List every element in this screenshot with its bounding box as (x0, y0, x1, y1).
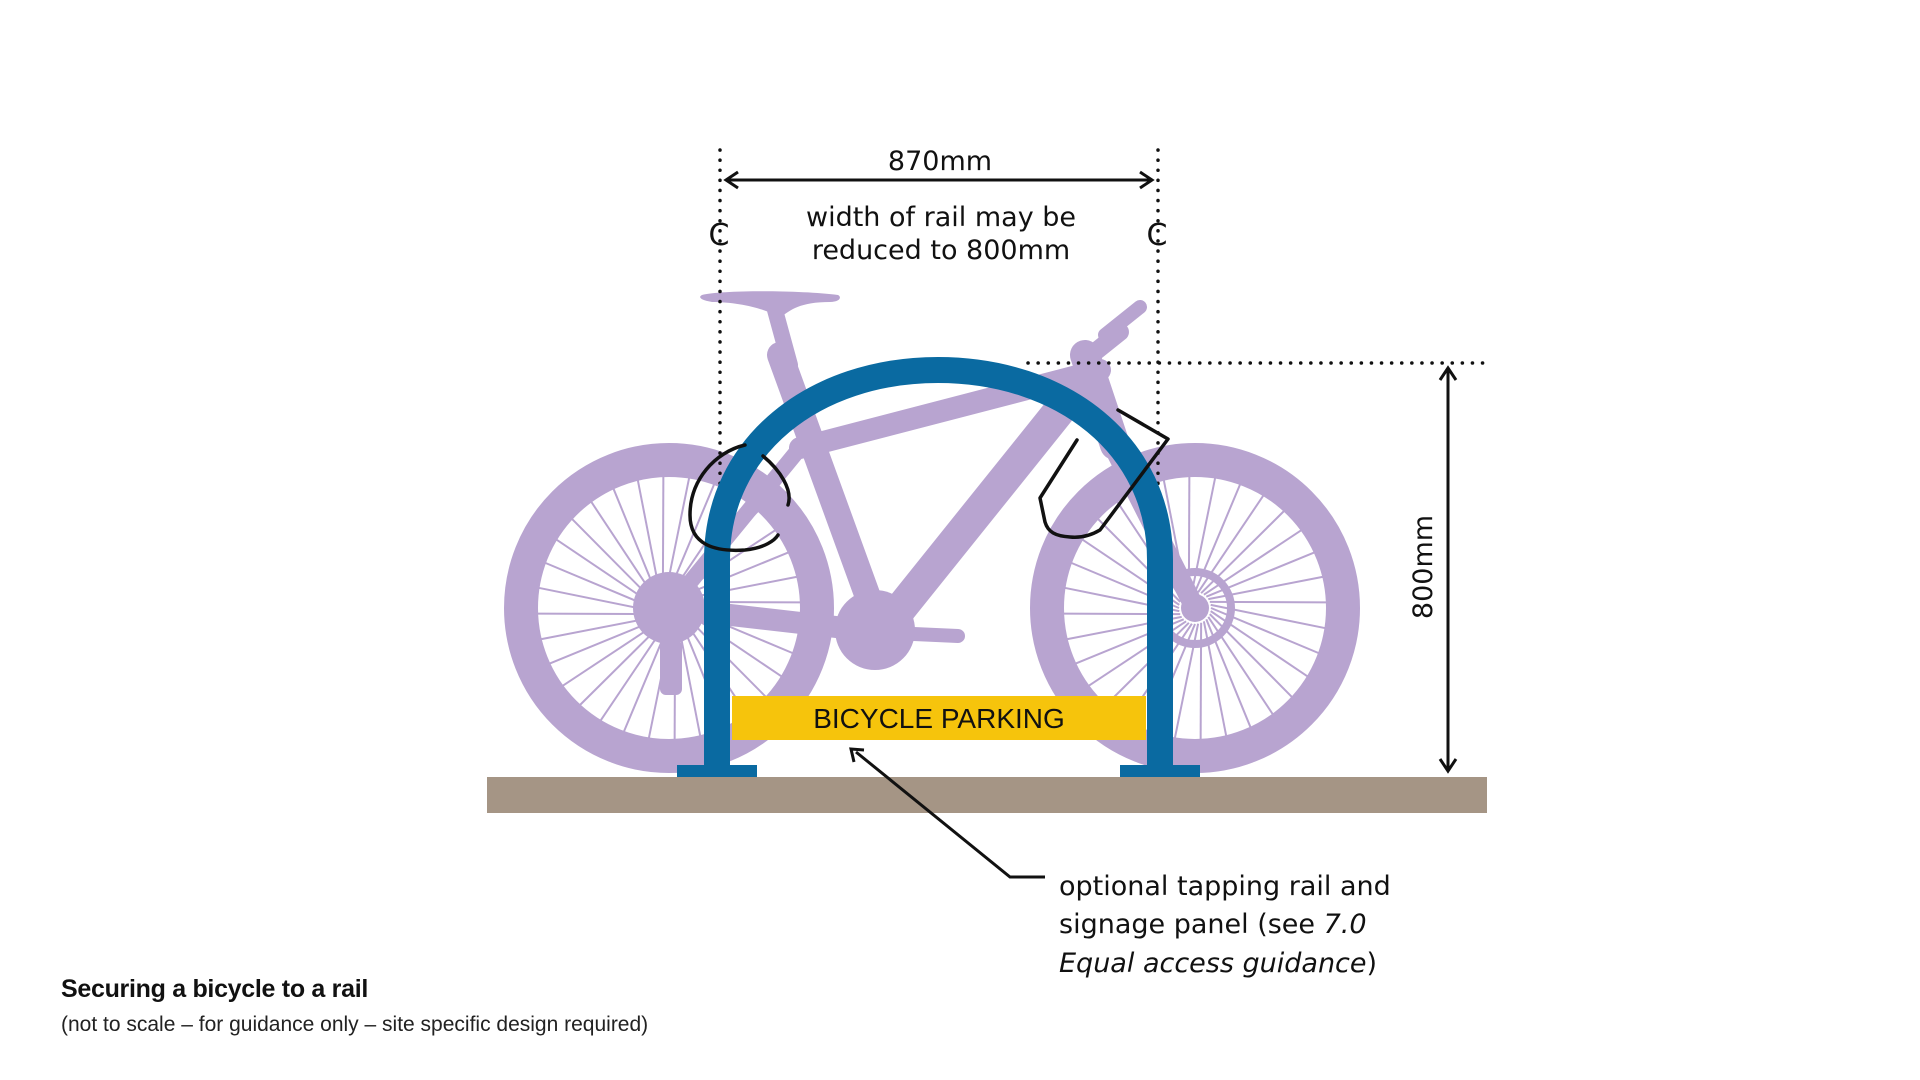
saddle (700, 291, 840, 318)
signage-panel: BICYCLE PARKING (732, 696, 1146, 740)
rear-lock-icon (688, 443, 791, 553)
cassette (633, 572, 705, 644)
callout-leader-line (855, 750, 1045, 879)
height-arrowhead-top-icon (1438, 365, 1458, 381)
chainring (835, 590, 915, 670)
width-arrowhead-right-icon (1139, 170, 1155, 190)
centerline-symbol-left-icon: C (709, 218, 730, 253)
width-label: 870mm (888, 146, 992, 177)
callout-section-ref: 7.0 (1324, 909, 1367, 940)
tire (1030, 443, 1360, 773)
width-dimension: 870mm width of rail may be reduced to 80… (709, 146, 1168, 266)
height-dimension: 800mm (1408, 365, 1458, 774)
handlebar (1098, 300, 1147, 342)
width-arrowhead-left-icon (723, 170, 739, 190)
rail-foot-left (677, 765, 757, 777)
down-tube (869, 369, 1096, 644)
height-label: 800mm (1408, 515, 1439, 619)
callout-arrowhead-icon (849, 747, 865, 763)
callout-line2-prefix: signage panel (see (1059, 909, 1324, 940)
diagram-subtitle: (not to scale – for guidance only – site… (61, 1013, 649, 1036)
tire (504, 443, 834, 773)
derailleur (660, 640, 682, 695)
rail-foot-right (1120, 765, 1200, 777)
sign-text: BICYCLE PARKING (813, 703, 1065, 734)
callout-text: optional tapping rail and signage panel … (1059, 871, 1391, 979)
bicycle-rail (677, 356, 1200, 777)
centerline-symbol-right-icon: C (1147, 218, 1168, 253)
locks (688, 408, 1170, 553)
sign-background (732, 696, 1146, 740)
front-lock-icon (1038, 408, 1170, 539)
width-note-line2: reduced to 800mm (812, 235, 1070, 266)
ground (487, 777, 1487, 813)
callout-line1: optional tapping rail and (1059, 871, 1391, 902)
callout-line3: Equal access guidance) (1059, 948, 1377, 979)
stem (1076, 323, 1129, 369)
seat-post (767, 302, 798, 373)
height-arrowhead-bottom-icon (1438, 758, 1458, 774)
callout-guidance-ref: Equal access guidance (1059, 948, 1367, 979)
callout-leader (849, 747, 1045, 879)
callout-line2: signage panel (see 7.0 (1059, 909, 1367, 940)
width-note-line1: width of rail may be (806, 202, 1076, 233)
diagram-title: Securing a bicycle to a rail (61, 975, 369, 1003)
rail-arch (704, 356, 1173, 772)
callout-line3-suffix: ) (1367, 948, 1378, 979)
